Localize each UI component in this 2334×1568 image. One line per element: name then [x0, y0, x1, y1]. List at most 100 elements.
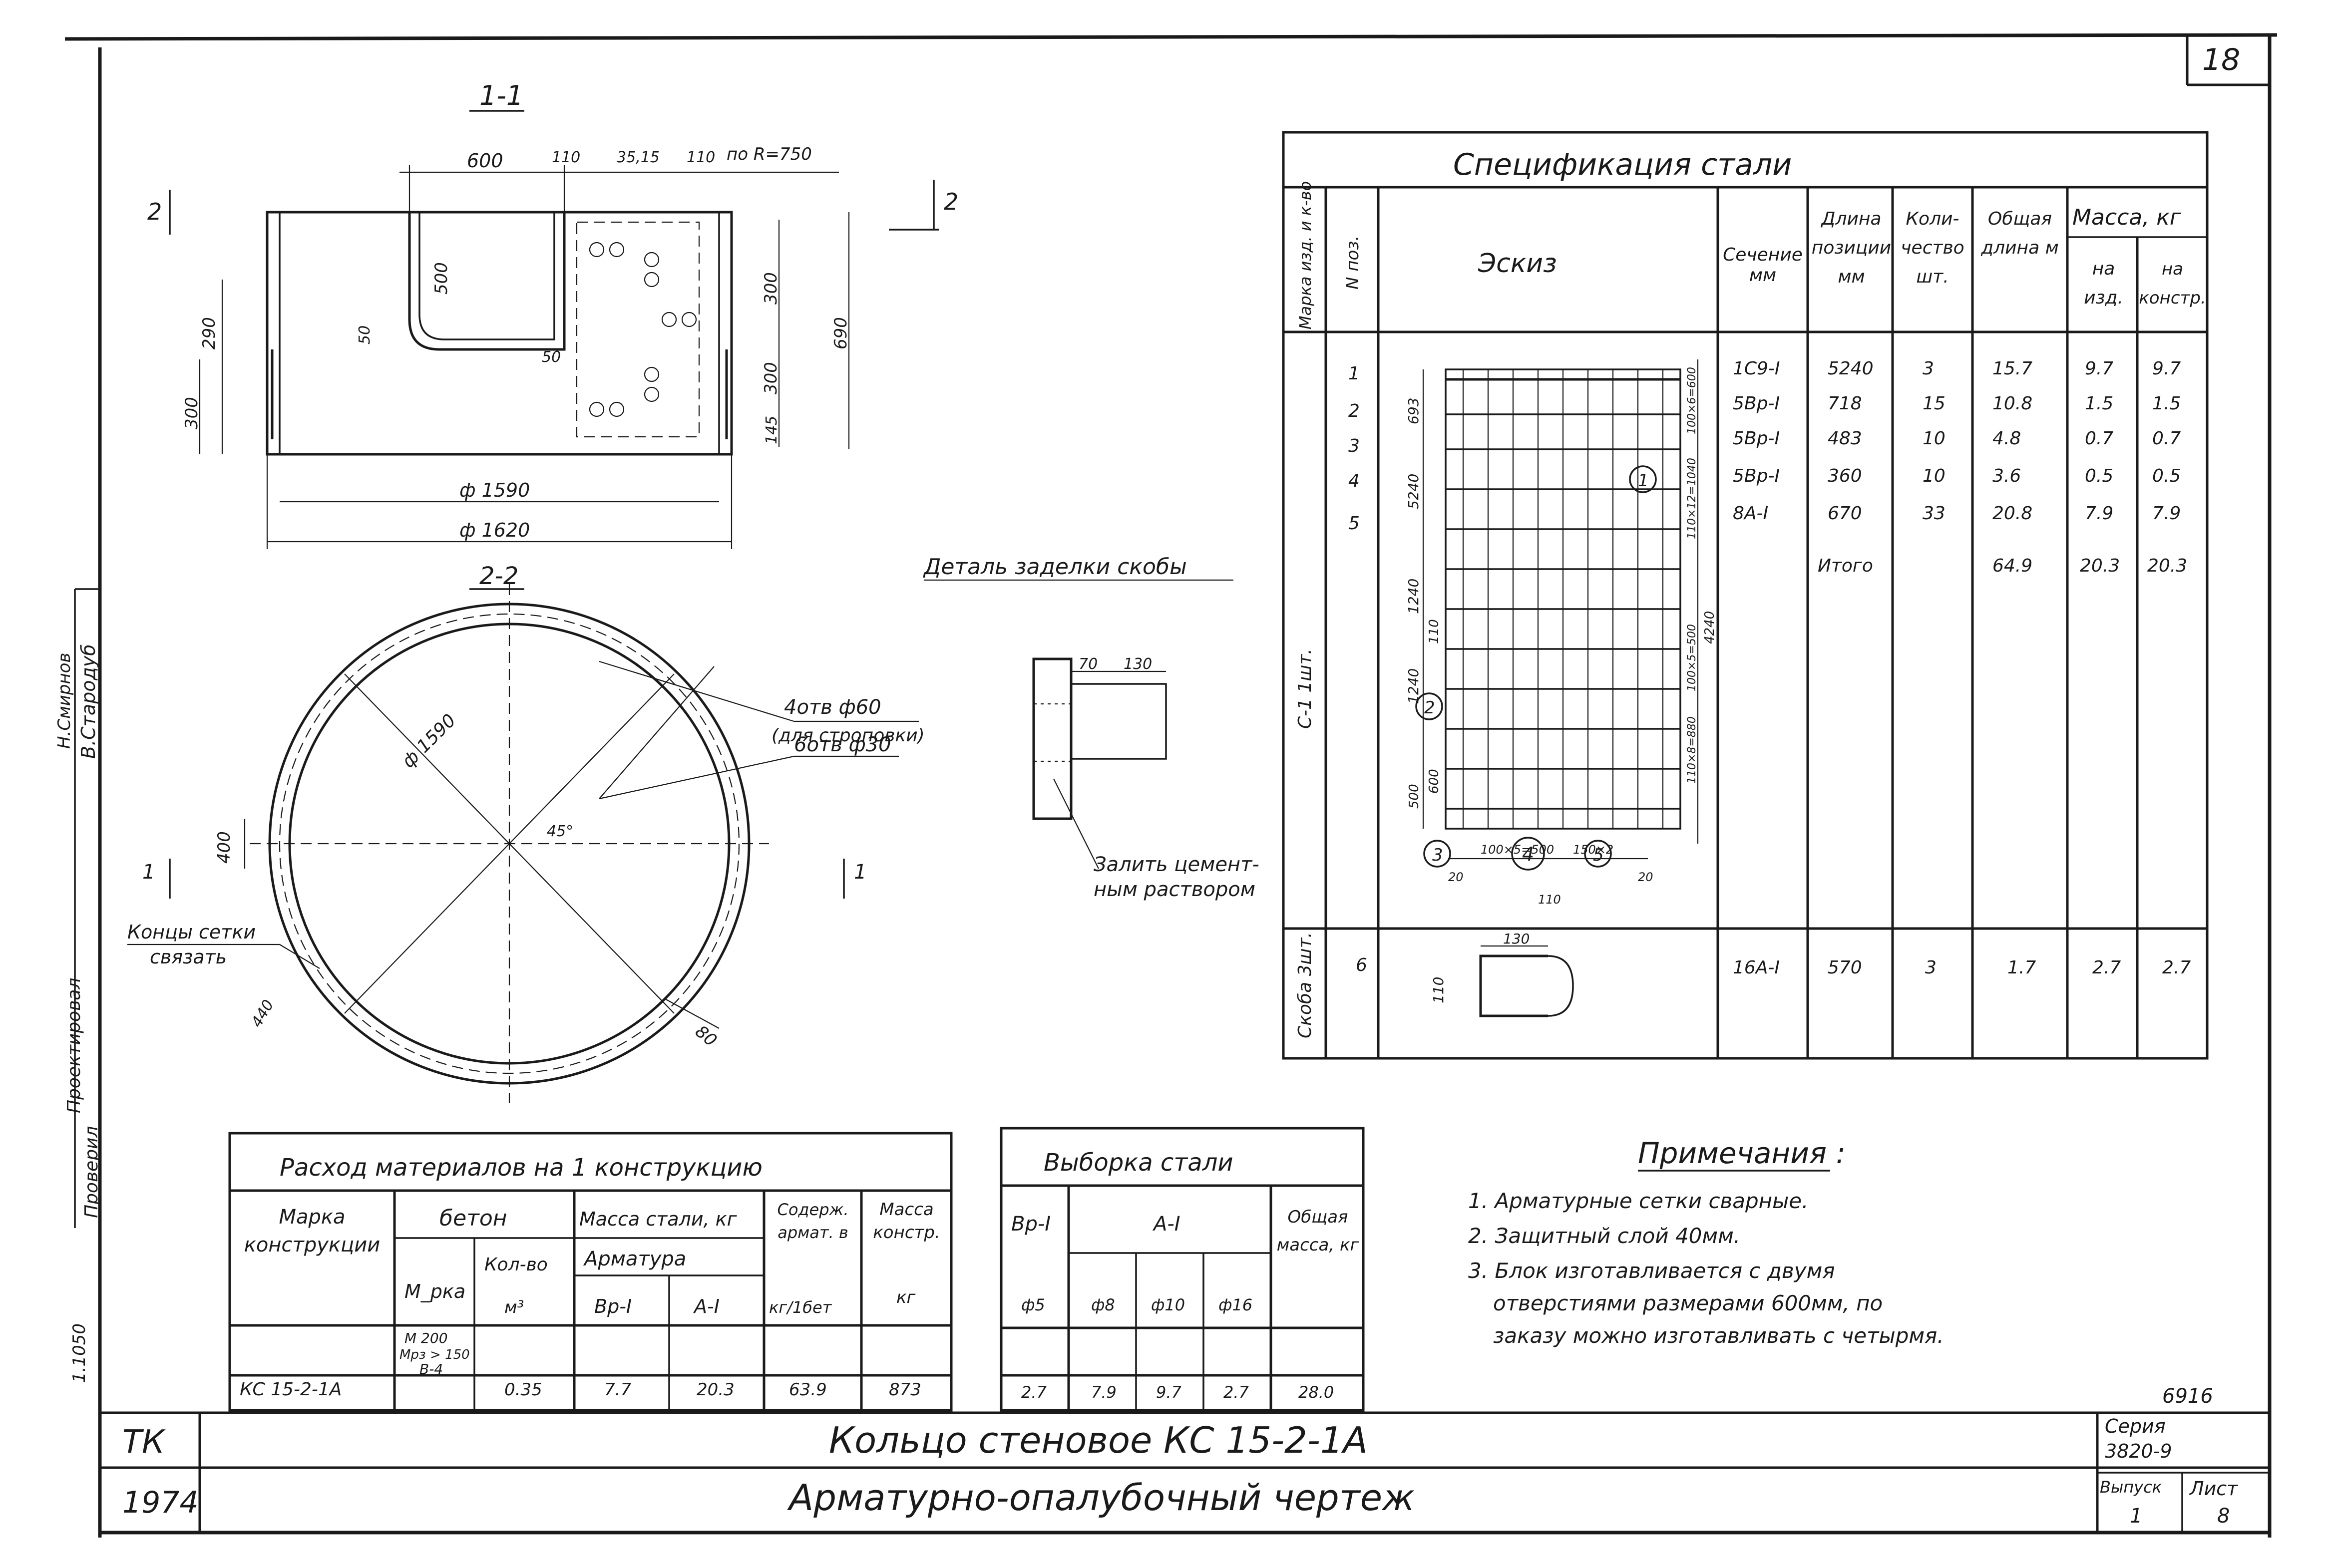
hdr-length: Длина позиции мм [1811, 209, 1892, 287]
notes-title: Примечания : [1638, 1136, 1846, 1170]
row-3-section: 5Вр-I [1733, 428, 1780, 449]
hdr-qty: Коли- чество шт. [1901, 209, 1964, 287]
dim-110: 110 [552, 149, 580, 166]
notes: Примечания : 1. Арматурные сетки сварные… [1468, 1136, 1944, 1348]
dim-50a: 50 [356, 325, 374, 344]
mat-col-volume: Кол-во [484, 1254, 548, 1275]
row-3-constr: 0.7 [2152, 428, 2181, 449]
row-4-total: 3.6 [1992, 466, 2021, 486]
row-1-length: 5240 [1828, 358, 1874, 379]
rebar-holes [589, 242, 697, 417]
row-1-qty: 3 [1923, 358, 1934, 379]
holes-60-note: (для строповки) [772, 725, 925, 746]
side-designed: Н.Смирнов [54, 652, 74, 749]
outer-diameter: ф 1620 [459, 519, 530, 541]
mat-col-ai: А-I [693, 1295, 720, 1317]
sample-title: Выборка стали [1044, 1149, 1233, 1177]
row-1-section: 1С9-I [1733, 358, 1780, 379]
series-value: 3820-9 [2105, 1440, 2172, 1462]
spec-row: 5 8А-I 670 33 20.8 7.9 7.9 [1348, 503, 2181, 534]
row-2-constr: 1.5 [2152, 393, 2181, 414]
mat-col-rebar: Арматура [583, 1248, 686, 1270]
sample-col-vr: Вр-I [1011, 1213, 1051, 1236]
materials-row: КС 15-2-1А М 200 Мрз > 150 В-4 0.35 7.7 … [240, 1330, 921, 1400]
holes-60-label: 4отв ф60 [784, 696, 881, 719]
mesh-note-line1: Концы сетки [127, 921, 256, 943]
note-1: 1. Арматурные сетки сварные. [1468, 1189, 1809, 1213]
row-3-item: 0.7 [2085, 428, 2113, 449]
materials-title: Расход материалов на 1 конструкцию [280, 1154, 763, 1182]
sample-col-total: Общая масса, кг [1276, 1207, 1359, 1255]
cut-mark-left: 2 [147, 198, 162, 225]
holes-30-label: 6отв ф30 [794, 733, 891, 756]
spec-title: Спецификация стали [1453, 147, 1792, 182]
spec-row: 1 1С9-I 5240 3 15.7 9.7 9.7 [1348, 358, 2181, 384]
hdr-mark: Марка изд. и к-во [1296, 181, 1315, 329]
callout-3: 3 [1432, 845, 1443, 865]
row-2-item: 1.5 [2085, 393, 2113, 414]
height-400: 400 [214, 831, 234, 864]
row-1-constr: 9.7 [2152, 358, 2181, 379]
cut-mark-right: 2 [944, 188, 958, 215]
group-bracket-label: Скоба 3шт. [1295, 932, 1315, 1038]
bracket-section: 16А-I [1733, 957, 1780, 978]
row-3-total: 4.8 [1992, 428, 2021, 449]
mat-vr: 7.7 [604, 1380, 631, 1400]
bracket-qty: 3 [1925, 957, 1937, 978]
spec-total-row: Итого 64.9 20.3 20.3 [1818, 556, 2187, 576]
callout-5: 5 [1593, 845, 1604, 865]
sk-r4: 100×5=500 [1686, 624, 1698, 691]
thickness-80: 80 [691, 1021, 721, 1050]
mesh-sketch: 693 5240 1240 110 1240 600 500 100×6=600… [1405, 359, 1717, 907]
steel-spec-table: Спецификация стали Марка изд. и к-во N п… [1282, 131, 2209, 1060]
sheet-label: Лист [2189, 1478, 2239, 1500]
sk-r2: 110×12=1040 [1686, 458, 1698, 539]
dim-690: 690 [831, 317, 851, 349]
org: ТК [122, 1424, 166, 1461]
mat-col-vr: Вр-I [594, 1295, 632, 1317]
cut-right: 1 [854, 861, 866, 884]
dim-300c: 300 [761, 362, 781, 394]
dim-opening-width: 600 [467, 150, 503, 172]
hdr-pos: N поз. [1343, 236, 1363, 290]
sk-b5: 110 [1538, 893, 1561, 907]
steel-sample-table: Выборка стали Вр-I А-I Общая масса, кг ф… [1000, 1127, 1365, 1412]
row-5-length: 670 [1828, 503, 1862, 524]
note-5: заказу можно изготавливать с четырмя. [1493, 1323, 1944, 1348]
angle-45: 45° [547, 823, 573, 840]
row-4-item: 0.5 [2085, 466, 2113, 486]
mat-grade-3: В-4 [419, 1361, 443, 1377]
total-label: Итого [1818, 556, 1873, 576]
row-3-length: 483 [1828, 428, 1862, 449]
side-code: 1.1050 [69, 1323, 89, 1383]
dim-opening-height: 500 [431, 262, 451, 295]
row-4-pos: 4 [1348, 471, 1360, 491]
mat-col-concrete: бетон [439, 1206, 507, 1231]
materials-table: Расход материалов на 1 конструкцию Марка… [228, 1132, 953, 1412]
section-2-title: 2-2 [479, 562, 518, 590]
group-c1-label: С-1 1шт. [1295, 648, 1315, 729]
note-2: 2. Защитный слой 40мм. [1468, 1224, 1740, 1248]
mat-col-steel-mass: Масса стали, кг [579, 1208, 738, 1230]
sample-total: 28.0 [1298, 1383, 1334, 1402]
sample-size-4: ф16 [1218, 1295, 1252, 1314]
mat-col-grade: М_рка [404, 1280, 465, 1302]
row-1-pos: 1 [1348, 363, 1360, 384]
bracket-constr: 2.7 [2162, 957, 2191, 978]
sample-col-ai: А-I [1152, 1213, 1180, 1236]
sheet-frame [64, 33, 2278, 1538]
sample-size-3: ф10 [1151, 1295, 1185, 1314]
radius-note: по R=750 [727, 144, 812, 164]
bracket-total: 1.7 [2007, 957, 2036, 978]
mat-col-content-unit: кг/1бет [769, 1298, 832, 1317]
row-5-total: 20.8 [1992, 503, 2032, 524]
hdr-mass-item: на изд. [2084, 259, 2123, 308]
side-checked: В.Стародуб [77, 644, 99, 759]
brk-side: 110 [1430, 977, 1447, 1003]
bracket-sketch: 130 110 [1430, 931, 1574, 1017]
title-1: Кольцо стеновое КС 15-2-1А [829, 1419, 1368, 1461]
row-5-item: 7.9 [2085, 503, 2113, 524]
mat-col-mark: Марка конструкции [244, 1206, 381, 1256]
title-block: ТК 1974 Кольцо стеновое КС 15-2-1А Армат… [100, 1385, 2270, 1533]
series-label: Серия [2105, 1415, 2166, 1437]
